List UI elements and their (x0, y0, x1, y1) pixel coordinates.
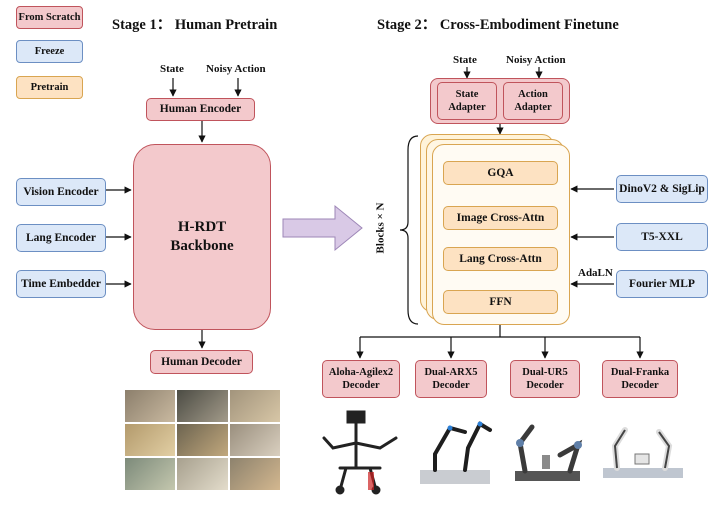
decoder-dual-arx5: Dual-ARX5 Decoder (415, 360, 487, 398)
state-adapter: State Adapter (437, 82, 497, 120)
lang-encoder: Lang Encoder (16, 224, 106, 252)
video-frame (177, 390, 228, 422)
blocks-n-label: Blocks × N (374, 202, 387, 254)
legend-from-scratch: From Scratch (16, 6, 83, 29)
decoder-aloha-agilex2: Aloha-Agilex2 Decoder (322, 360, 400, 398)
transfer-arrow (282, 204, 363, 252)
video-frame (177, 458, 228, 490)
state-adapter-line1: State (455, 88, 479, 100)
t5-xxl-encoder: T5-XXL (616, 223, 708, 251)
stage1-title: Stage 1： Human Pretrain (112, 17, 278, 33)
image-cross-attn-layer: Image Cross-Attn (443, 206, 558, 230)
decoder-suffix: Decoder (526, 380, 564, 391)
video-frame (229, 424, 280, 456)
stage1-state-label: State (160, 63, 184, 75)
decoder-name: Dual-Franka (610, 366, 670, 378)
human-video-grid (125, 390, 280, 490)
video-frame (125, 424, 176, 456)
decoder-suffix: Decoder (342, 380, 380, 391)
video-frame (177, 424, 228, 456)
action-adapter-line2: Adapter (514, 102, 552, 113)
decoder-name: Dual-UR5 (522, 366, 568, 378)
vision-encoder: Vision Encoder (16, 178, 106, 206)
human-encoder: Human Encoder (146, 98, 255, 121)
dino-siglip-encoder: DinoV2 & SigLip (616, 175, 708, 203)
legend-freeze: Freeze (16, 40, 83, 63)
stage2-title: Stage 2： Cross-Embodiment Finetune (377, 17, 619, 33)
decoder-suffix: Decoder (432, 380, 470, 391)
action-adapter: Action Adapter (503, 82, 563, 120)
human-decoder: Human Decoder (150, 350, 253, 374)
hrdt-backbone: H-RDT Backbone (133, 144, 271, 330)
backbone-title-line1: H-RDT (177, 219, 227, 236)
state-adapter-line2: Adapter (448, 102, 486, 113)
decoder-dual-franka: Dual-Franka Decoder (602, 360, 678, 398)
backbone-title-line2: Backbone (170, 238, 234, 254)
aloha-agilex2-robot (322, 410, 398, 495)
time-embedder: Time Embedder (16, 270, 106, 298)
video-frame (229, 458, 280, 490)
video-frame (229, 390, 280, 422)
stage2-state-label: State (453, 54, 477, 66)
decoder-suffix: Decoder (621, 380, 659, 391)
decoder-dual-ur5: Dual-UR5 Decoder (510, 360, 580, 398)
ffn-layer: FFN (443, 290, 558, 314)
decoder-name: Aloha-Agilex2 (328, 366, 394, 378)
dual-ur5-robot (515, 424, 583, 481)
stage1-noisy-action-label: Noisy Action (206, 63, 266, 75)
dual-franka-robot (603, 427, 683, 478)
lang-cross-attn-layer: Lang Cross-Attn (443, 247, 558, 271)
legend-pretrain: Pretrain (16, 76, 83, 99)
fourier-mlp: Fourier MLP (616, 270, 708, 298)
decoder-name: Dual-ARX5 (424, 366, 478, 378)
adaln-label: AdaLN (578, 267, 613, 279)
video-frame (125, 390, 176, 422)
gqa-layer: GQA (443, 161, 558, 185)
video-frame (125, 458, 176, 490)
action-adapter-line1: Action (518, 88, 548, 100)
dual-arx5-robot (420, 421, 492, 484)
stage2-noisy-action-label: Noisy Action (506, 54, 566, 66)
